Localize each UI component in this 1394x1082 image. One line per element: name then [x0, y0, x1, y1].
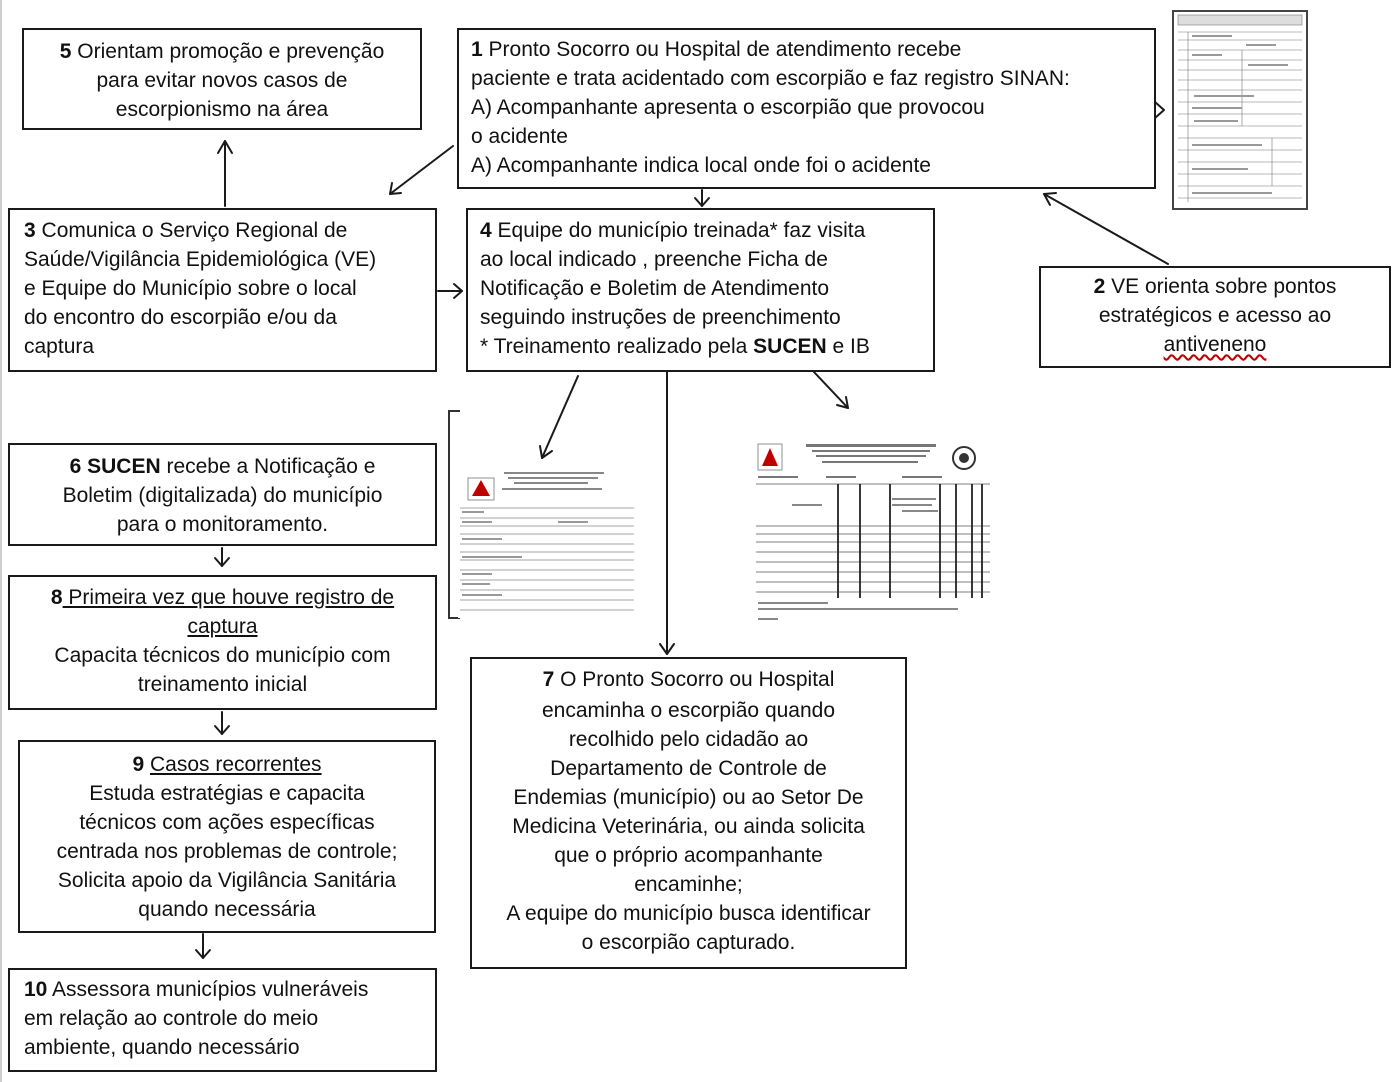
notification-form-thumbnail: [458, 468, 638, 618]
step-9-line-2: Estuda estratégias e capacita: [89, 782, 365, 805]
arrow-4-to-7: [659, 371, 675, 655]
step-2-line-3: antiveneno: [1163, 333, 1267, 356]
step-7-line-8: encaminhe;: [634, 873, 743, 896]
step-6-box: 6 SUCEN recebe a Notificação e Boletim (…: [8, 443, 437, 546]
step-7-line-6: Medicina Veterinária, ou ainda solicita: [512, 815, 865, 838]
step-10-line-3: ambiente, quando necessário: [24, 1036, 300, 1059]
arrow-3-to-5: [217, 140, 233, 207]
step-1-line-2: paciente e trata acidentado com escorpiã…: [471, 67, 1070, 90]
step-6-line-1: recebe a Notificação e: [160, 455, 376, 478]
step-9-line-4: centrada nos problemas de controle;: [56, 840, 398, 863]
step-2-line-2: estratégicos e acesso ao: [1098, 304, 1332, 327]
boletim-form-thumbnail: [752, 438, 992, 624]
step-3-line-2: Saúde/Vigilância Epidemiológica (VE): [24, 248, 377, 271]
step-9-heading: Casos recorrentes: [149, 753, 322, 776]
arrow-4-to-notification-form: [539, 375, 579, 459]
step-7-line-9: A equipe do município busca identificar: [506, 902, 871, 925]
step-10-box: 10 Assessora municípios vulneráveis em r…: [8, 968, 437, 1072]
step-4-line-1: Equipe do município treinada* faz visita: [497, 219, 866, 242]
step-6-sucen: SUCEN: [87, 455, 161, 478]
step-5-line-3: escorpionismo na área: [115, 98, 329, 121]
step-5-line-1: Orientam promoção e prevenção: [77, 40, 385, 63]
arrow-1-to-3: [389, 145, 454, 195]
step-10-line-1: Assessora municípios vulneráveis: [47, 978, 369, 1001]
arrow-1-to-sinan-form: [1154, 101, 1165, 119]
step-8-heading: Primeira vez que houve registro de: [62, 586, 395, 609]
step-4-footnote-pre: * Treinamento realizado pela: [480, 335, 754, 358]
arrow-9-to-10: [195, 933, 211, 959]
step-5-box: 5 Orientam promoção e prevenção para evi…: [22, 28, 422, 130]
step-6-number: 6: [69, 455, 82, 478]
step-2-box: 2 VE orienta sobre pontos estratégicos e…: [1039, 266, 1391, 368]
step-4-line-4: seguindo instruções de preenchimento: [480, 306, 841, 329]
step-4-footnote: * Treinamento realizado pela SUCEN e IB: [480, 332, 933, 361]
step-1-box: 1 Pronto Socorro ou Hospital de atendime…: [457, 28, 1156, 189]
step-8-box: 8 Primeira vez que houve registro de cap…: [8, 575, 437, 710]
page-left-rule: [0, 0, 2, 1082]
step-6-line-3: para o monitoramento.: [116, 513, 329, 536]
step-4-line-3: Notificação e Boletim de Atendimento: [480, 277, 830, 300]
step-8-line-3: Capacita técnicos do município com: [54, 644, 391, 667]
step-3-line-4: do encontro do escorpião e/ou da: [24, 306, 337, 329]
step-4-line-2: ao local indicado , preenche Ficha de: [480, 248, 828, 271]
step-8-line-4: treinamento inicial: [137, 673, 308, 696]
step-5-line-2: para evitar novos casos de: [96, 69, 348, 92]
step-9-number: 9: [132, 753, 145, 776]
arrow-4-to-boletim-form: [813, 371, 849, 409]
step-4-box: 4 Equipe do município treinada* faz visi…: [466, 208, 935, 372]
step-7-box: 7 O Pronto Socorro ou Hospital encaminha…: [470, 657, 907, 969]
arrow-3-to-4: [437, 283, 463, 299]
arrow-6-to-8: [214, 547, 230, 567]
forms-bracket: [448, 410, 460, 619]
step-3-line-5: captura: [24, 335, 95, 358]
step-1-line-5: A) Acompanhante indica local onde foi o …: [471, 154, 931, 177]
step-2-number: 2: [1093, 275, 1106, 298]
step-8-number: 8: [50, 586, 63, 609]
step-9-line-5: Solicita apoio da Vigilância Sanitária: [57, 869, 397, 892]
arrow-2-to-1: [1043, 192, 1169, 265]
step-4-number: 4: [480, 219, 492, 242]
step-3-line-1: Comunica o Serviço Regional de: [41, 219, 348, 242]
step-8-heading-2: captura: [187, 615, 258, 638]
step-10-line-2: em relação ao controle do meio: [24, 1007, 319, 1030]
step-1-line-3: A) Acompanhante apresenta o escorpião qu…: [471, 96, 985, 119]
step-4-footnote-sucen: SUCEN: [753, 335, 827, 358]
arrow-8-to-9: [214, 711, 230, 735]
step-7-line-5: Endemias (município) ou ao Setor De: [513, 786, 864, 809]
step-9-box: 9 Casos recorrentes Estuda estratégias e…: [18, 740, 436, 933]
step-1-number: 1: [471, 38, 483, 61]
step-7-line-1: O Pronto Socorro ou Hospital: [554, 668, 835, 691]
step-1-line-4: o acidente: [471, 125, 568, 148]
step-7-line-3: recolhido pelo cidadão ao: [568, 728, 809, 751]
step-2-line-1: VE orienta sobre pontos: [1111, 275, 1337, 298]
step-10-number: 10: [24, 978, 48, 1001]
arrow-1-to-4: [694, 189, 710, 207]
step-9-line-3: técnicos com ações específicas: [79, 811, 375, 834]
step-7-line-7: que o próprio acompanhante: [554, 844, 823, 867]
step-6-line-2: Boletim (digitalizada) do município: [62, 484, 383, 507]
step-4-footnote-post: e IB: [826, 335, 870, 358]
step-7-line-2: encaminha o escorpião quando: [541, 699, 836, 722]
step-7-line-10: o escorpião capturado.: [581, 931, 796, 954]
step-1-line-1: Pronto Socorro ou Hospital de atendiment…: [488, 38, 962, 61]
step-9-line-6: quando necessária: [138, 898, 316, 921]
step-7-number: 7: [542, 668, 555, 691]
step-3-number: 3: [24, 219, 36, 242]
sinan-form-thumbnail: [1172, 10, 1308, 210]
step-3-box: 3 Comunica o Serviço Regional de Saúde/V…: [8, 208, 437, 372]
step-3-line-3: e Equipe do Município sobre o local: [24, 277, 357, 300]
step-5-number: 5: [59, 40, 72, 63]
step-7-line-4: Departamento de Controle de: [550, 757, 827, 780]
